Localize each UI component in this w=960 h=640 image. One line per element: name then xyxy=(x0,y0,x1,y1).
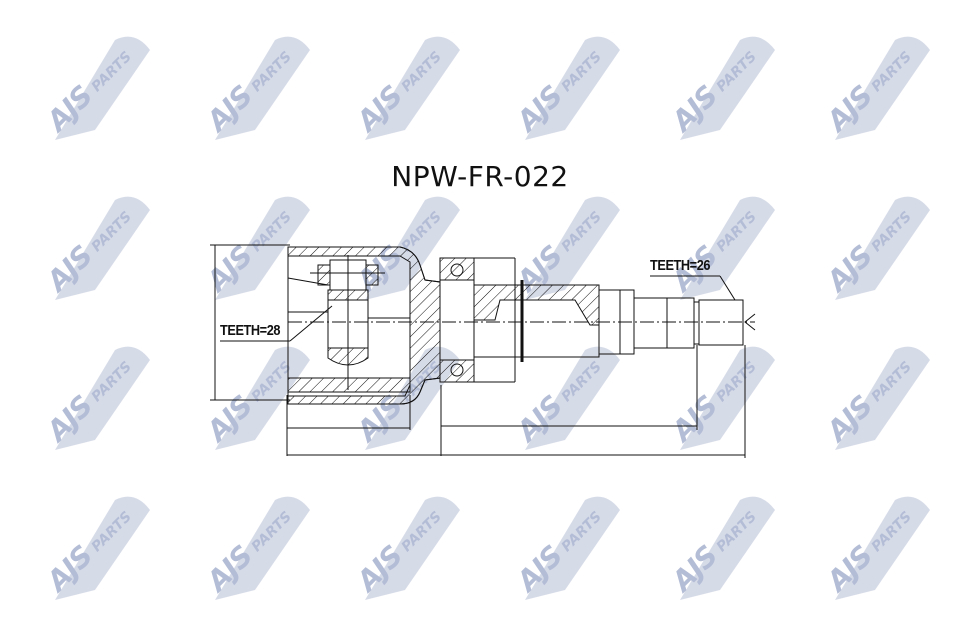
teeth-inner-label: TEETH=28 xyxy=(220,322,281,339)
teeth-outer-label: TEETH=26 xyxy=(650,257,711,274)
part-number-title: NPW-FR-022 xyxy=(391,160,569,193)
